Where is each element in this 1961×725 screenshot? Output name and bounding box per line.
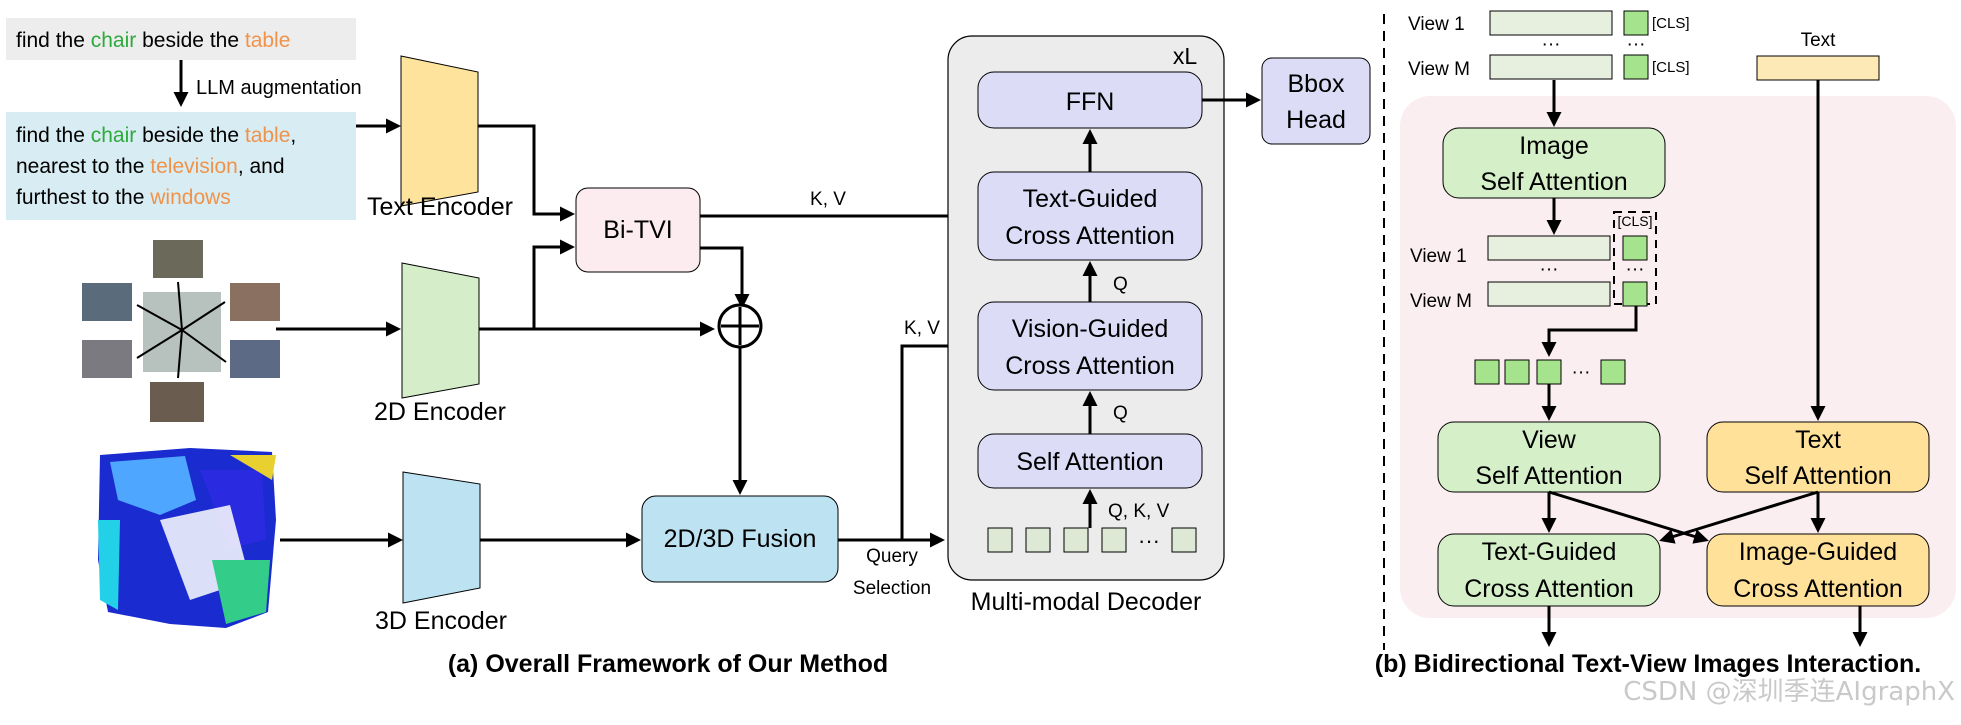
view1b-label: View 1 xyxy=(1410,246,1467,267)
text-input-label: Text xyxy=(1801,30,1837,51)
caption-a: (a) Overall Framework of Our Method xyxy=(448,650,888,678)
query-box-short xyxy=(6,18,356,60)
text-guided-line2: Cross Attention xyxy=(1005,222,1175,250)
right-text-guided-line2: Cross Attention xyxy=(1464,575,1634,603)
text-guided-line1: Text-Guided xyxy=(1023,185,1158,213)
fusion-label: 2D/3D Fusion xyxy=(664,525,817,553)
text-self-line2: Self Attention xyxy=(1744,462,1891,490)
cls-dots-2: ··· xyxy=(1626,259,1645,280)
cls-selection-label: [CLS] xyxy=(1617,213,1652,229)
view-dots-2: ··· xyxy=(1540,259,1559,280)
encoder-2d-shape xyxy=(401,262,480,399)
bi-tvi-label: Bi-TVI xyxy=(603,216,672,244)
q-label-2: Q xyxy=(1113,403,1128,424)
image-guided-line1: Image-Guided xyxy=(1739,538,1897,566)
query-short-text: find the chair beside the table xyxy=(16,29,290,52)
sum-operator xyxy=(717,303,763,349)
kv-label-mid: K, V xyxy=(904,318,940,339)
text-self-line1: Text xyxy=(1795,426,1841,454)
bbox-head-line2: Head xyxy=(1286,106,1346,134)
viewM-token xyxy=(1489,54,1613,80)
view1-token xyxy=(1489,10,1613,36)
text-input-token xyxy=(1756,55,1880,81)
kv-label-top: K, V xyxy=(810,189,846,210)
vision-guided-line2: Cross Attention xyxy=(1005,352,1175,380)
view-dots-1: ··· xyxy=(1542,34,1561,55)
self-attention-label: Self Attention xyxy=(1016,448,1163,476)
caption-b: (b) Bidirectional Text-View Images Inter… xyxy=(1375,650,1921,678)
bbox-head-box xyxy=(1261,57,1371,145)
encoder-2d-label: 2D Encoder xyxy=(374,398,506,426)
query-selection-line2: Selection xyxy=(853,578,931,599)
cls-seq-dots: ··· xyxy=(1572,362,1591,383)
q-label-1: Q xyxy=(1113,274,1128,295)
llm-augmentation-label: LLM augmentation xyxy=(196,77,362,99)
bbox-head-line1: Bbox xyxy=(1288,70,1345,98)
image-guided-line2: Cross Attention xyxy=(1733,575,1903,603)
viewM-cls-token xyxy=(1623,54,1649,80)
augmented-line-2: nearest to the television, and xyxy=(16,155,285,178)
image-self-line2: Self Attention xyxy=(1480,168,1627,196)
view1b-token xyxy=(1487,235,1611,261)
encoder-3d-shape xyxy=(402,471,481,604)
qkv-label: Q, K, V xyxy=(1108,501,1170,522)
viewM-label: View M xyxy=(1408,59,1470,80)
repeat-label: xL xyxy=(1173,43,1198,69)
image-guided-box xyxy=(1706,533,1930,607)
point-cloud xyxy=(98,448,276,628)
query-token-dots: ··· xyxy=(1138,528,1160,553)
cls-dots-1: ··· xyxy=(1627,34,1646,55)
augmented-line-3: furthest to the windows xyxy=(16,186,231,209)
bi-tvi-box xyxy=(575,187,701,273)
view1-cls-label: [CLS] xyxy=(1652,15,1690,32)
cls-token-M xyxy=(1622,281,1648,307)
view-self-line2: Self Attention xyxy=(1475,462,1622,490)
text-encoder-label: Text Encoder xyxy=(367,193,513,221)
encoder-3d-label: 3D Encoder xyxy=(375,607,507,635)
query-box-augmented xyxy=(6,112,356,220)
view1-cls-token xyxy=(1623,10,1649,36)
viewMb-label: View M xyxy=(1410,291,1472,312)
text-encoder-shape xyxy=(400,55,479,207)
vision-guided-line1: Vision-Guided xyxy=(1012,315,1169,343)
image-self-line1: Image xyxy=(1519,132,1588,160)
augmented-line-1: find the chair beside the table, xyxy=(16,124,296,147)
view1-label: View 1 xyxy=(1408,14,1465,35)
cls-token-sequence xyxy=(1474,359,1626,385)
query-selection-line1: Query xyxy=(866,546,918,567)
view-self-line1: View xyxy=(1522,426,1577,454)
query-tokens xyxy=(987,527,1197,553)
multiview-images xyxy=(82,240,280,422)
ffn-label: FFN xyxy=(1066,88,1115,116)
decoder-name: Multi-modal Decoder xyxy=(971,588,1202,616)
watermark: CSDN @深圳季连AIgraphX xyxy=(1623,677,1955,707)
cls-token-1 xyxy=(1622,235,1648,261)
viewMb-token xyxy=(1487,281,1611,307)
right-text-guided-line1: Text-Guided xyxy=(1482,538,1617,566)
viewM-cls-label: [CLS] xyxy=(1652,59,1690,76)
